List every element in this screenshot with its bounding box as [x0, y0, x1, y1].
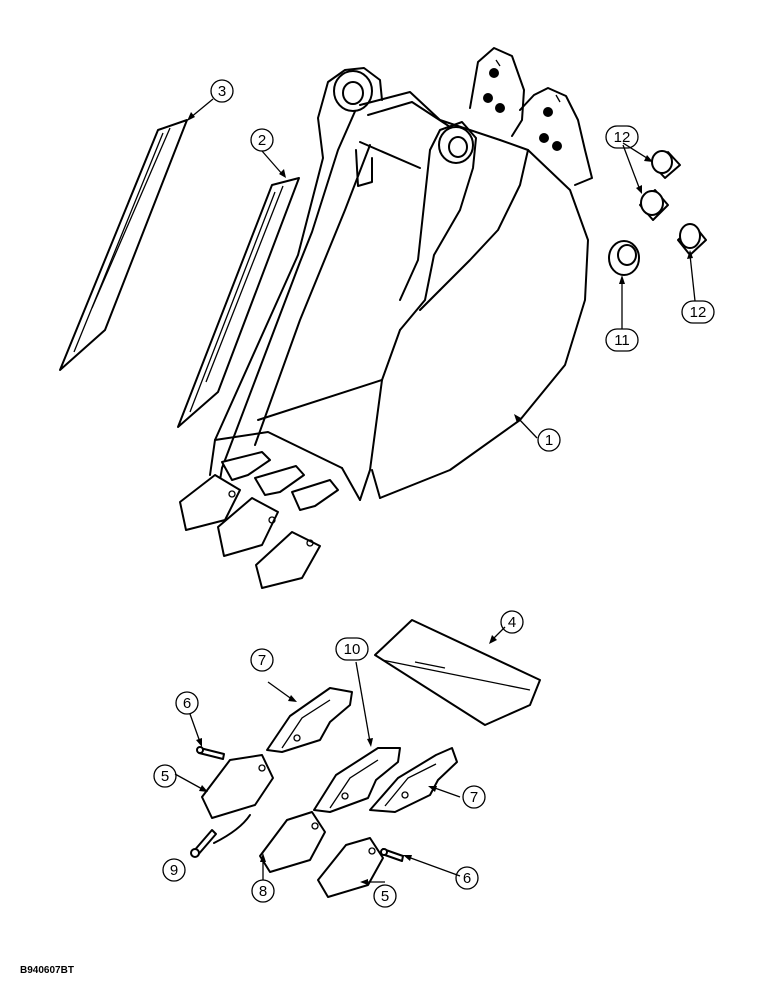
callout-8-label: 8 [259, 883, 267, 900]
wear-plate-part-4 [374, 619, 541, 726]
bushing-part-12a [651, 150, 681, 179]
callout-2-label: 2 [258, 132, 266, 149]
pin-part-6b [380, 848, 404, 862]
callout-12-right-label: 12 [690, 304, 707, 321]
callout-5-right-label: 5 [381, 888, 389, 905]
callout-7-right-label: 7 [470, 789, 478, 806]
callout-7-top: 7 [250, 648, 274, 672]
callout-3-label: 3 [218, 83, 226, 100]
callout-5-left-label: 5 [161, 768, 169, 785]
side-cutter-part-2 [177, 177, 300, 428]
adapter-part-7a [266, 687, 353, 753]
callout-12-top: 12 [605, 125, 639, 149]
adapter-part-10 [313, 747, 401, 813]
side-cutter-part-3 [59, 119, 188, 371]
callout-10-label: 10 [344, 641, 361, 658]
callout-11: 11 [605, 328, 639, 352]
drawing-code: B940607BT [20, 965, 74, 976]
tooth-part-8 [259, 811, 326, 873]
bushing-part-12c [677, 223, 707, 256]
callout-2: 2 [250, 128, 274, 152]
callout-7-top-label: 7 [258, 652, 266, 669]
bushing-part-12b [639, 189, 669, 221]
callout-5-left: 5 [153, 764, 177, 788]
callout-10: 10 [335, 637, 369, 661]
bucket-part-1 [179, 47, 593, 589]
callout-6-left-label: 6 [183, 695, 191, 712]
tooth-part-5a [201, 754, 274, 819]
callout-9: 9 [162, 858, 186, 882]
callout-3: 3 [210, 79, 234, 103]
callout-8: 8 [251, 879, 275, 903]
callout-5-right: 5 [373, 884, 397, 908]
retainer-spring [213, 814, 251, 844]
bushing-part-11 [608, 240, 640, 276]
callout-6-right-label: 6 [463, 870, 471, 887]
pin-part-9 [190, 829, 217, 858]
callout-11-label: 11 [614, 332, 630, 349]
pin-part-6a [196, 746, 225, 760]
callout-1: 1 [537, 428, 561, 452]
leader-lines [174, 98, 696, 885]
callout-6-left: 6 [175, 691, 199, 715]
tooth-part-5b [317, 837, 384, 898]
callout-12-top-label: 12 [614, 129, 631, 146]
callout-12-right: 12 [681, 300, 715, 324]
callout-4-label: 4 [508, 614, 516, 631]
callout-9-label: 9 [170, 862, 178, 879]
callout-1-label: 1 [545, 432, 553, 449]
callout-6-right: 6 [455, 866, 479, 890]
callout-7-right: 7 [462, 785, 486, 809]
adapter-part-7b [369, 747, 458, 813]
callout-4: 4 [500, 610, 524, 634]
